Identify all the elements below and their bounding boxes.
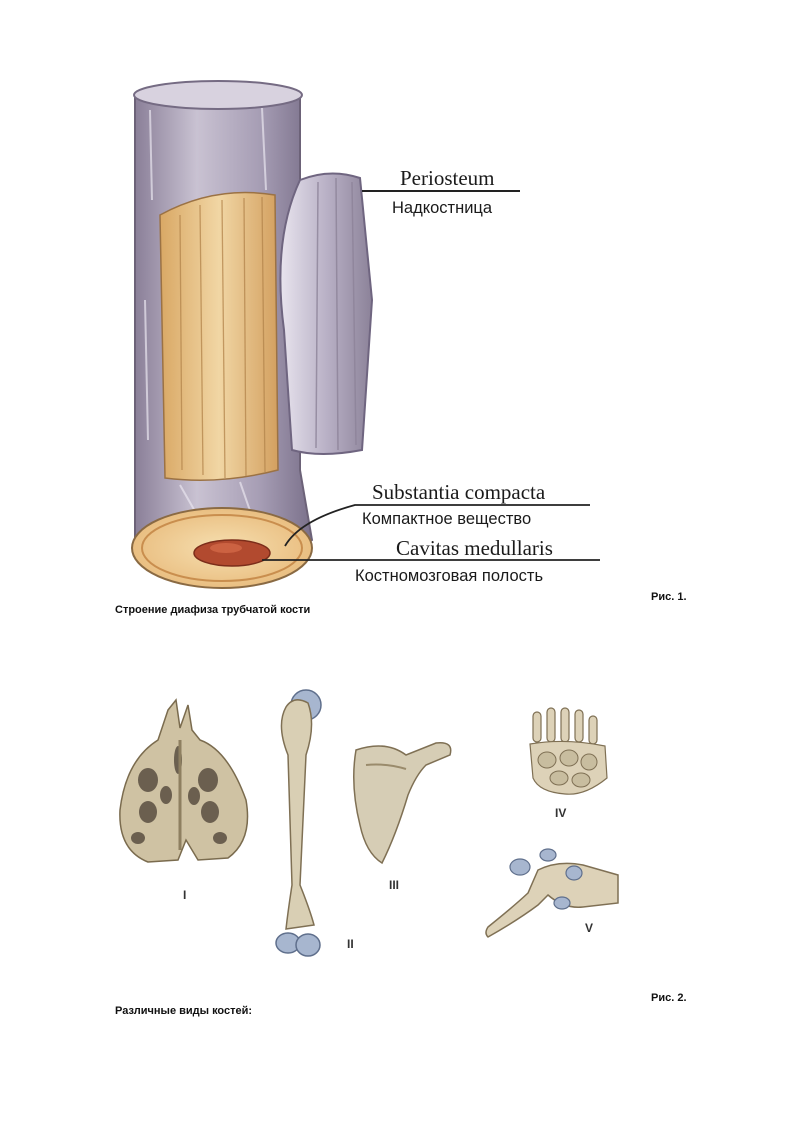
- figure-1-number: Рис. 1.: [651, 591, 687, 603]
- bone-carpals-illustration: [529, 707, 608, 795]
- figure-2-number: Рис. 2.: [651, 992, 687, 1004]
- label-medullaris-latin: Cavitas medullaris: [396, 536, 553, 560]
- label-medullaris-ru: Костномозговая полость: [355, 567, 544, 585]
- label-roman-3: III: [389, 878, 400, 892]
- compacta-pointer: [284, 504, 590, 547]
- label-roman-1: I: [183, 888, 187, 902]
- bone-scapula-illustration: [353, 742, 452, 865]
- figure-2-caption: Различные виды костей:: [115, 1005, 253, 1017]
- label-periosteum-latin: Periosteum: [400, 166, 495, 190]
- label-compacta-ru: Компактное вещество: [362, 510, 532, 528]
- label-roman-5: V: [585, 921, 594, 935]
- label-periosteum-ru: Надкостница: [392, 199, 493, 217]
- bone-vertebra-illustration: [485, 848, 619, 938]
- label-roman-2: II: [347, 937, 354, 951]
- label-compacta-latin: Substantia compacta: [372, 480, 546, 504]
- figure-1: Periosteum Надкостница Substantia compac…: [115, 80, 687, 616]
- label-roman-4: IV: [555, 806, 567, 820]
- figure-1-caption: Строение диафиза трубчатой кости: [115, 604, 311, 616]
- bone-humerus-illustration: [275, 689, 322, 957]
- bone-ethmoid-illustration: [119, 698, 249, 863]
- figure-2: I II III IV V Рис. 2. Различные виды кос…: [0, 660, 800, 1040]
- diaphysis-illustration: [131, 80, 600, 589]
